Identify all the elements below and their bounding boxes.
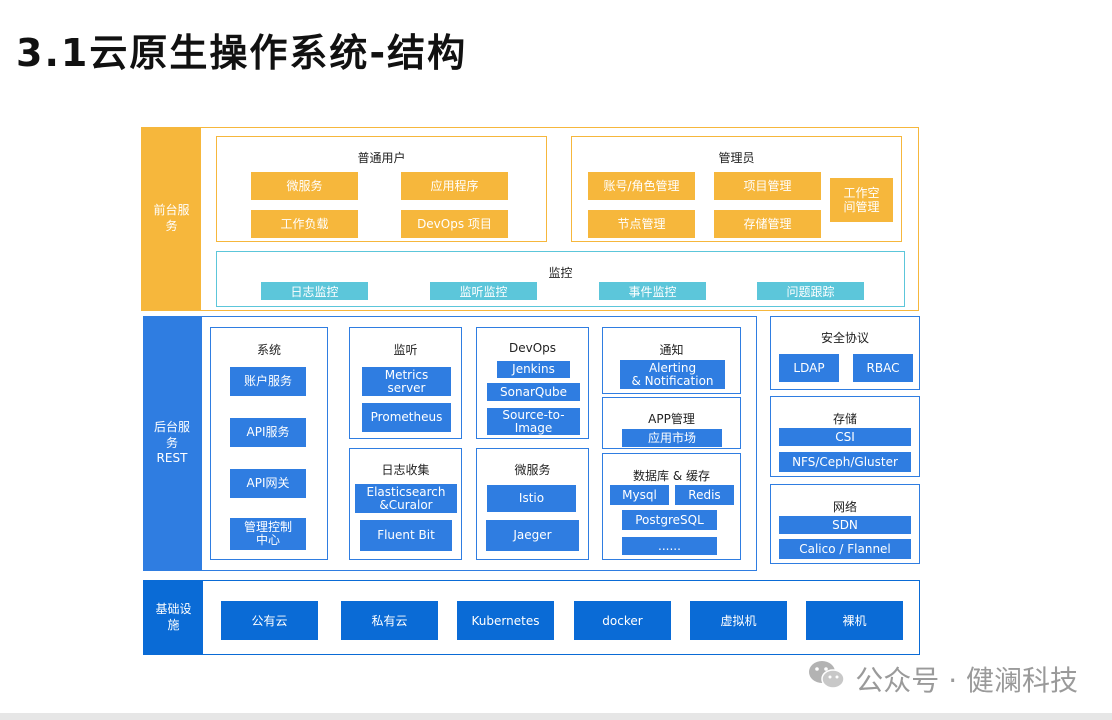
chip-nfs-ceph-gluster[interactable]: NFS/Ceph/Gluster <box>779 452 911 472</box>
chip-bare-metal[interactable]: 裸机 <box>806 601 903 640</box>
chip-public-cloud[interactable]: 公有云 <box>221 601 318 640</box>
infra-layer: 基础设 施 <box>143 580 920 655</box>
footer-bar <box>0 713 1112 720</box>
chip-microservice[interactable]: 微服务 <box>251 172 358 200</box>
chip-istio[interactable]: Istio <box>487 485 576 512</box>
listen-title: 监听 <box>393 343 418 357</box>
chip-api-gateway[interactable]: API网关 <box>230 469 306 498</box>
back-side-label: 后台服 务 REST <box>143 316 201 571</box>
chip-fluent-bit[interactable]: Fluent Bit <box>360 520 452 551</box>
chip-log-monitor[interactable]: 日志监控 <box>261 282 368 300</box>
chip-elasticsearch[interactable]: Elasticsearch &Curalor <box>355 484 457 513</box>
monitor-title: 监控 <box>548 266 573 280</box>
admin-title: 管理员 <box>718 151 755 165</box>
chip-account-service[interactable]: 账户服务 <box>230 367 306 396</box>
storage-title: 存储 <box>832 412 857 426</box>
chip-calico-flannel[interactable]: Calico / Flannel <box>779 539 911 559</box>
chip-workload[interactable]: 工作负载 <box>251 210 358 238</box>
chip-issue-tracking[interactable]: 问题跟踪 <box>757 282 864 300</box>
chip-docker[interactable]: docker <box>574 601 671 640</box>
chip-rbac[interactable]: RBAC <box>853 354 913 382</box>
app-mgmt-title: APP管理 <box>648 412 695 426</box>
chip-project-mgmt[interactable]: 项目管理 <box>714 172 821 200</box>
chip-sonarqube[interactable]: SonarQube <box>487 383 580 401</box>
front-layer: 前台服 务 <box>141 127 919 311</box>
log-collect-title: 日志收集 <box>381 463 430 477</box>
chip-sdn[interactable]: SDN <box>779 516 911 534</box>
chip-devops-project[interactable]: DevOps 项目 <box>401 210 508 238</box>
chip-app-market[interactable]: 应用市场 <box>622 429 722 447</box>
wechat-icon <box>807 658 847 699</box>
page-title: 3.1云原生操作系统-结构 <box>16 31 468 75</box>
system-title: 系统 <box>256 343 281 357</box>
watermark-text: 公众号 · 健澜科技 <box>855 663 1078 697</box>
chip-kubernetes[interactable]: Kubernetes <box>457 601 554 640</box>
chip-mgmt-console[interactable]: 管理控制 中心 <box>230 518 306 550</box>
chip-postgresql[interactable]: PostgreSQL <box>622 510 717 530</box>
chip-account-role[interactable]: 账号/角色管理 <box>588 172 695 200</box>
chip-csi[interactable]: CSI <box>779 428 911 446</box>
chip-node-mgmt[interactable]: 节点管理 <box>588 210 695 238</box>
chip-workspace-mgmt[interactable]: 工作空 间管理 <box>830 178 893 222</box>
chip-jenkins[interactable]: Jenkins <box>497 361 570 378</box>
chip-vm[interactable]: 虚拟机 <box>690 601 787 640</box>
normal-user-title: 普通用户 <box>357 151 406 165</box>
chip-alerting[interactable]: Alerting & Notification <box>620 360 725 389</box>
chip-event-monitor[interactable]: 事件监控 <box>599 282 706 300</box>
chip-metrics-server[interactable]: Metrics server <box>362 367 451 396</box>
chip-more-db[interactable]: ...... <box>622 537 717 555</box>
chip-prometheus[interactable]: Prometheus <box>362 403 451 432</box>
network-title: 网络 <box>832 500 857 514</box>
security-title: 安全协议 <box>820 331 869 345</box>
chip-jaeger[interactable]: Jaeger <box>486 520 579 551</box>
devops-title: DevOps <box>508 341 557 355</box>
watermark: 公众号 · 健澜科技 <box>807 658 1078 699</box>
chip-storage-mgmt[interactable]: 存储管理 <box>714 210 821 238</box>
chip-application[interactable]: 应用程序 <box>401 172 508 200</box>
chip-redis[interactable]: Redis <box>675 485 734 505</box>
chip-private-cloud[interactable]: 私有云 <box>341 601 438 640</box>
microservice-title: 微服务 <box>514 463 551 477</box>
notify-title: 通知 <box>659 343 684 357</box>
chip-source-to-image[interactable]: Source-to- Image <box>487 408 580 435</box>
front-side-label: 前台服 务 <box>142 128 201 310</box>
db-cache-title: 数据库 & 缓存 <box>633 469 710 483</box>
infra-side-label: 基础设 施 <box>144 581 203 654</box>
chip-api-service[interactable]: API服务 <box>230 418 306 447</box>
chip-ldap[interactable]: LDAP <box>779 354 839 382</box>
chip-listen-monitor[interactable]: 监听监控 <box>430 282 537 300</box>
chip-mysql[interactable]: Mysql <box>610 485 669 505</box>
